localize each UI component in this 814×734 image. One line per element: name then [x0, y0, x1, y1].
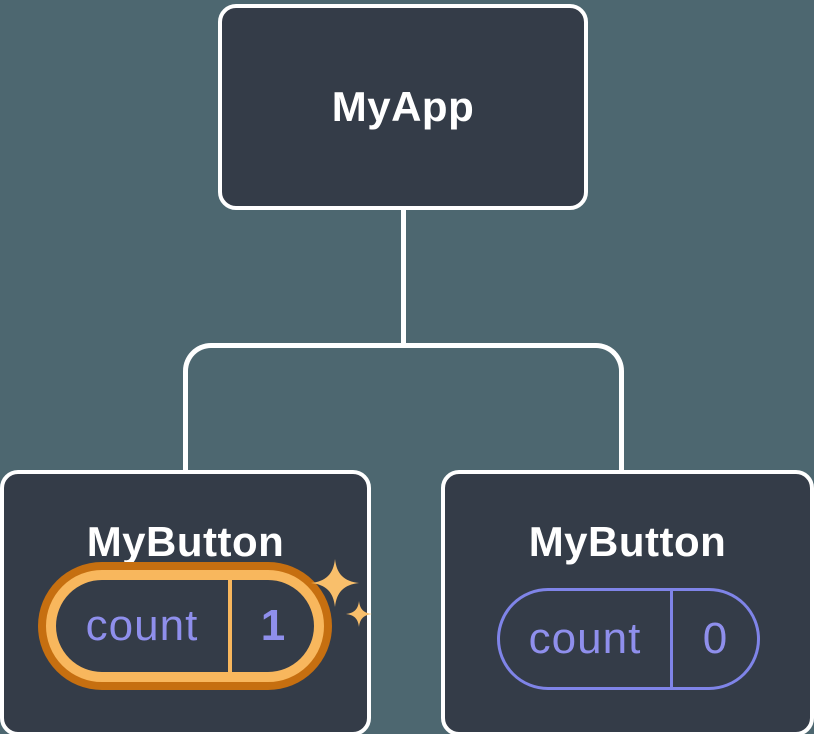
- state-key-label: count: [528, 614, 642, 663]
- node-myapp-label: MyApp: [331, 83, 475, 130]
- node-mybutton-updated: MyButton count 1: [0, 470, 371, 734]
- state-pill-highlighted: count 1: [46, 570, 324, 682]
- state-key-label: count: [85, 601, 199, 650]
- node-myapp: MyApp: [218, 4, 588, 210]
- node-mybutton-updated-label: MyButton: [86, 518, 285, 565]
- sparkles-icon: [311, 559, 372, 627]
- connector-stem: [401, 208, 406, 348]
- state-value: 1: [228, 580, 314, 672]
- connector-branch: [183, 343, 624, 470]
- node-mybutton-plain: MyButton count 0: [441, 470, 814, 734]
- state-pill: count 0: [497, 588, 760, 690]
- state-value: 0: [670, 591, 757, 687]
- node-mybutton-plain-label: MyButton: [528, 518, 727, 565]
